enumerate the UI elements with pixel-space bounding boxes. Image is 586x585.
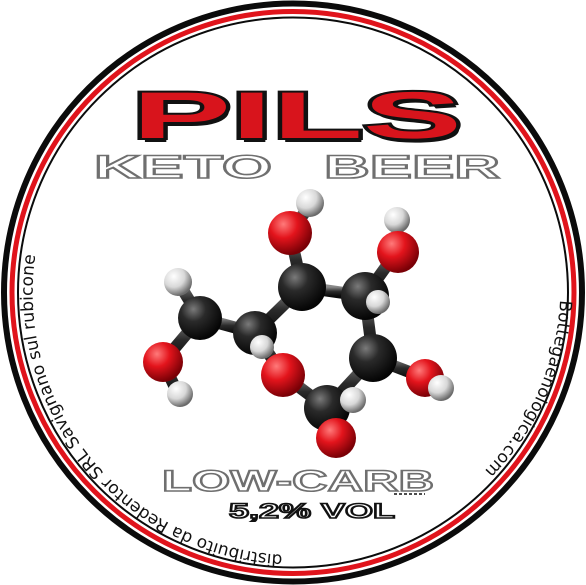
glucose-molecule-icon	[143, 189, 454, 458]
subtitle-beer: BEER	[324, 149, 500, 185]
red-ring	[9, 9, 577, 576]
subtitle-keto: KETO	[94, 149, 272, 185]
hydrogen-atom	[250, 335, 274, 359]
hydrogen-atom	[164, 268, 192, 296]
oxygen-atom	[377, 231, 419, 273]
oxygen-atom	[268, 211, 312, 255]
carbon-atom	[278, 263, 326, 311]
hydrogen-atom	[167, 381, 193, 407]
title-shadow: PILS	[135, 82, 465, 156]
carbon-atom	[178, 296, 222, 340]
hydrogen-atom	[428, 375, 454, 401]
oxygen-atom	[261, 353, 305, 397]
abv: 5,2% VOL	[229, 500, 395, 523]
hydrogen-atom	[366, 290, 390, 314]
hydrogen-atom	[296, 189, 324, 217]
carbon-atom	[349, 334, 397, 382]
oxygen-atom	[143, 342, 183, 382]
tagline: LOW-CARB	[162, 465, 434, 498]
title: PILS	[132, 78, 462, 152]
hydrogen-atom	[340, 387, 366, 413]
hydrogen-atom	[384, 207, 410, 233]
inner-ring	[17, 16, 569, 569]
title-group: PILS PILS	[130, 76, 465, 156]
oxygen-atom	[316, 418, 356, 458]
